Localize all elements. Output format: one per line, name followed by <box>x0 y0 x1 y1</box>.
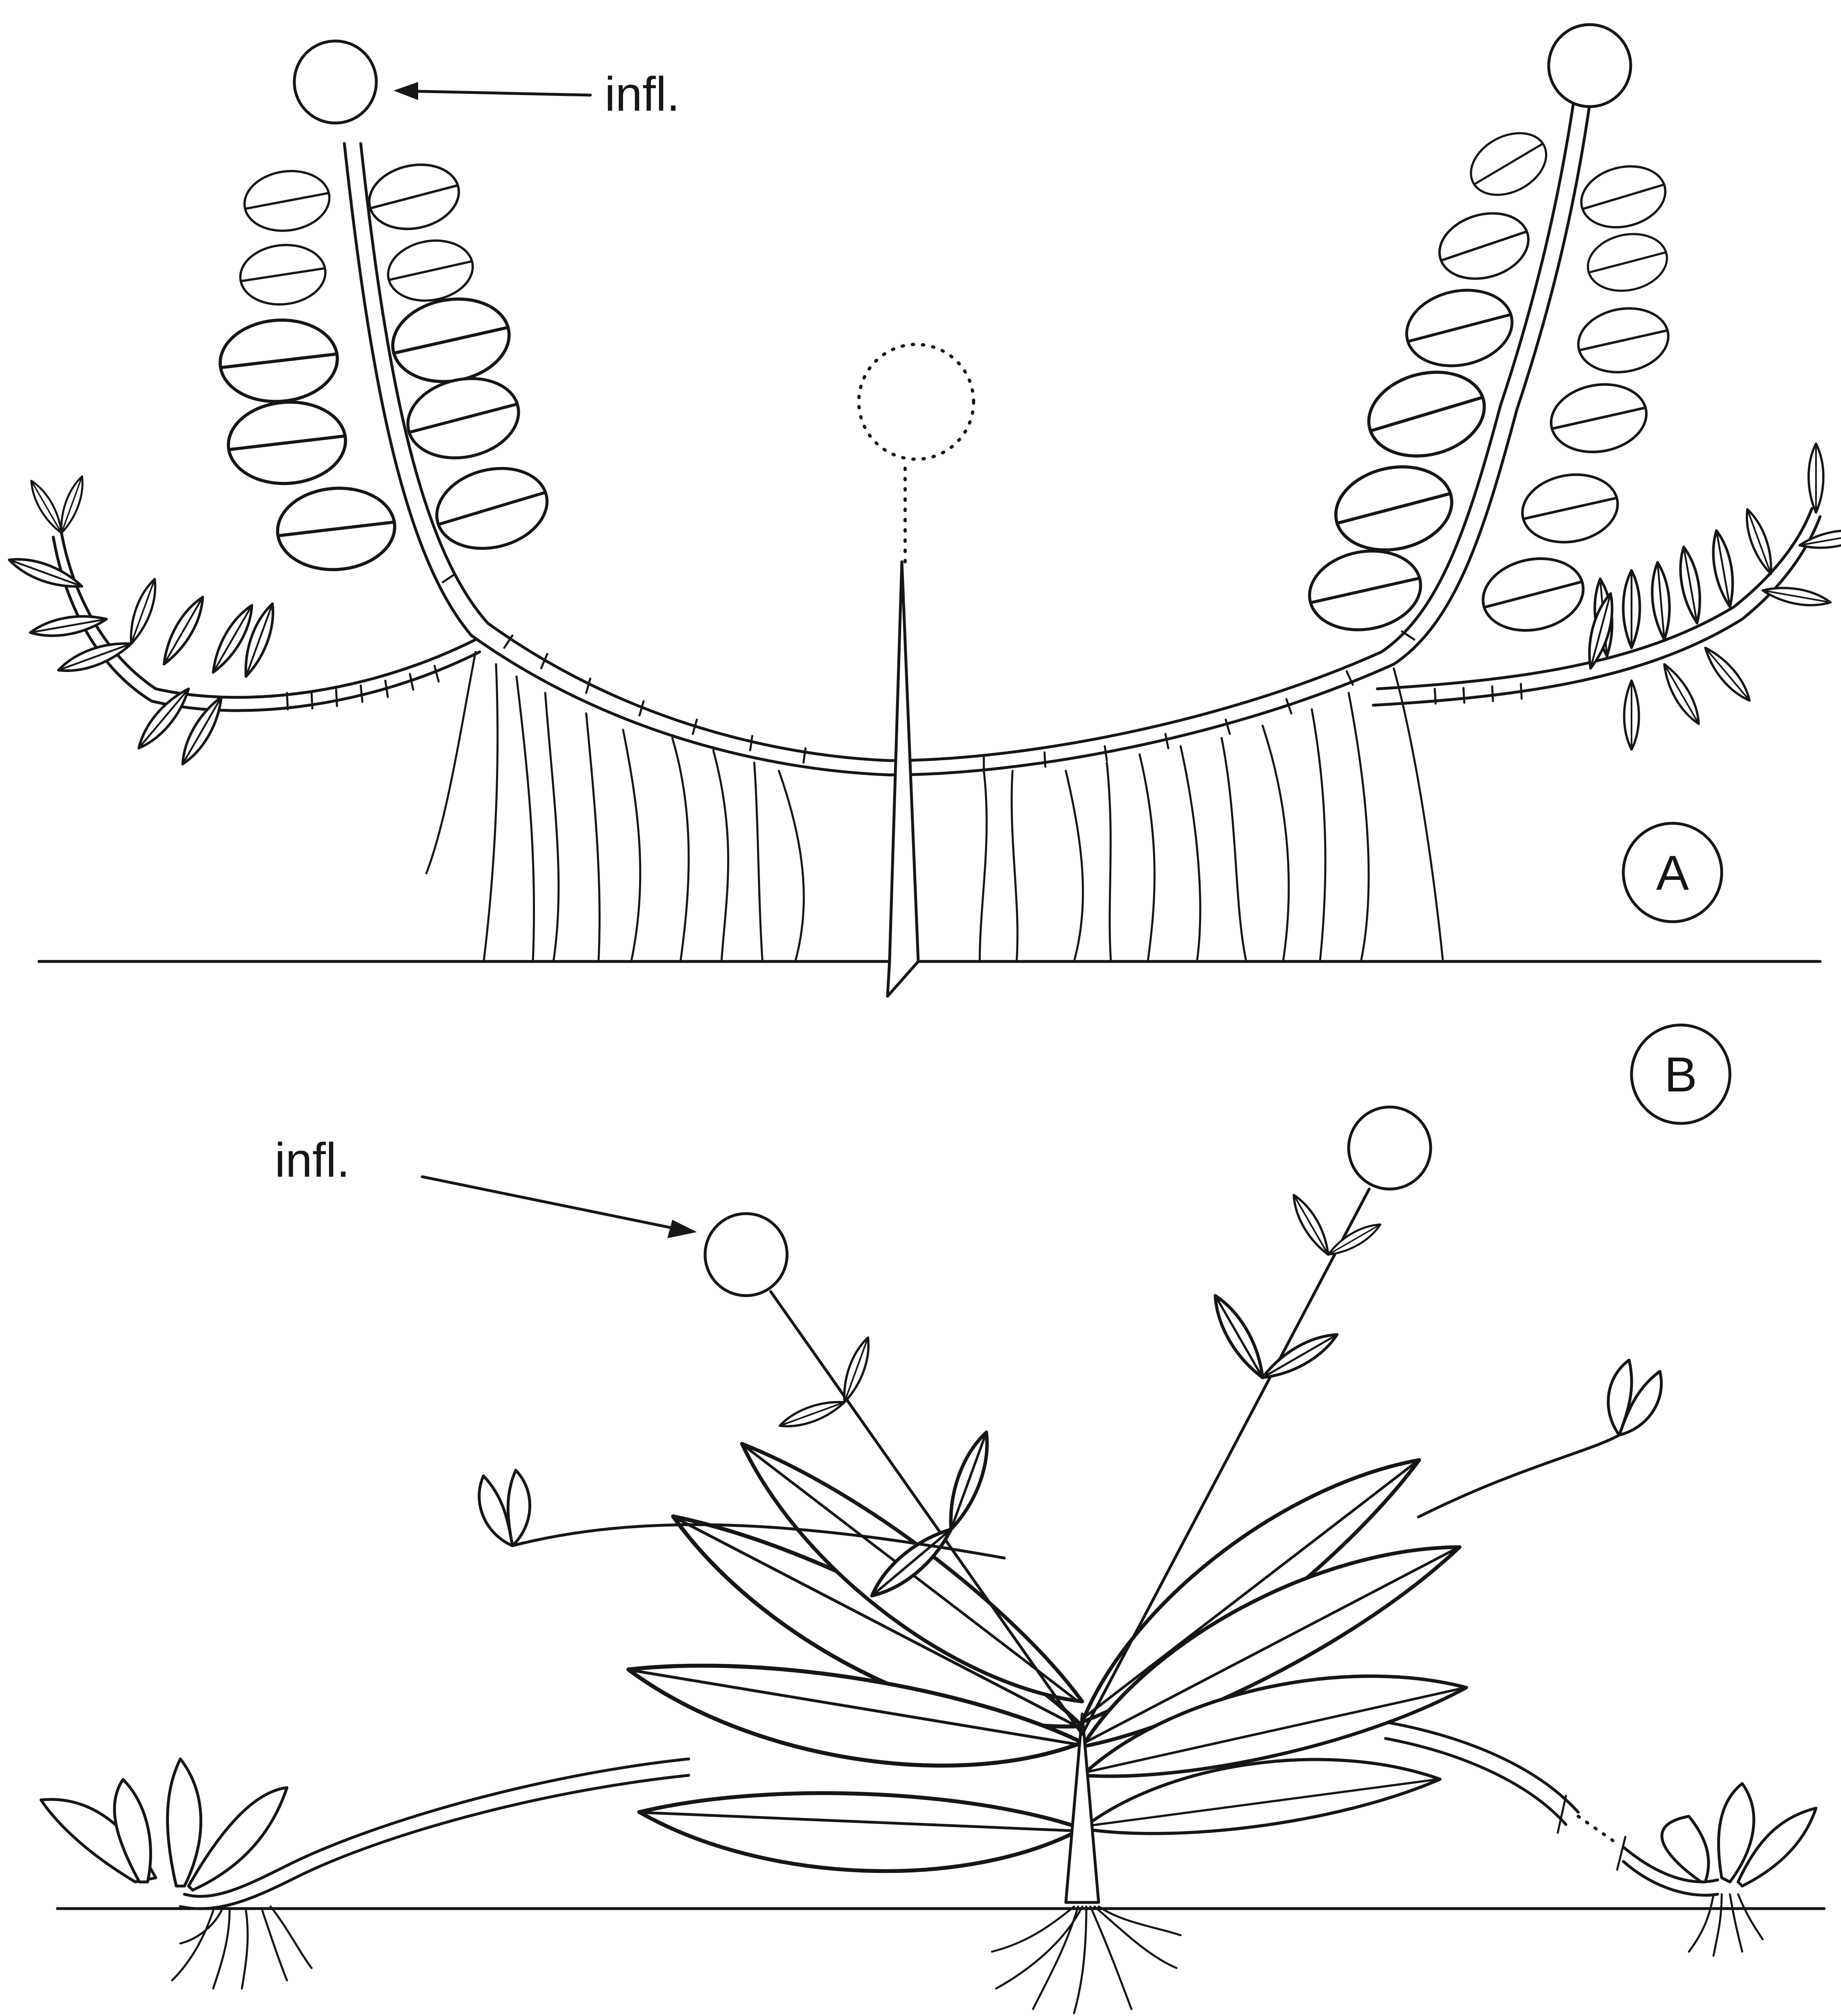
right-shoot-a <box>1303 25 1673 639</box>
infl-label-top: infl. <box>394 67 680 121</box>
pinnate-leaflets-left-a <box>217 157 555 574</box>
inflorescence-b-right <box>1349 1107 1431 1189</box>
panel-letter-b: B <box>1632 1025 1730 1123</box>
inflorescence-right-a <box>1549 25 1631 107</box>
daughter-rosette-right-b <box>1662 1784 1816 1956</box>
panel-b: B infl. <box>41 1025 1824 2013</box>
infl-label-top-text: infl. <box>605 67 680 121</box>
pinnate-leaflets-right-a <box>1303 121 1673 640</box>
central-shoot-a <box>859 344 974 996</box>
inflorescence-left-a <box>294 41 376 123</box>
left-shoot-a <box>217 41 555 574</box>
infl-label-bottom: infl. <box>275 1133 697 1238</box>
panel-letter-a-text: A <box>1656 845 1689 900</box>
panel-letter-a: A <box>1623 823 1722 922</box>
dotted-inflorescence-a <box>859 344 974 459</box>
main-rosette-b <box>620 1415 1475 2013</box>
flowering-stems-b <box>475 1107 1668 1734</box>
inflorescence-b-left <box>705 1214 787 1296</box>
left-lateral-branch-a <box>6 474 480 768</box>
panel-letter-b-text: B <box>1664 1047 1697 1102</box>
infl-label-bottom-text: infl. <box>275 1133 350 1187</box>
panel-a: infl. A <box>6 25 1841 996</box>
stolon-right-b <box>1386 1722 1718 1895</box>
